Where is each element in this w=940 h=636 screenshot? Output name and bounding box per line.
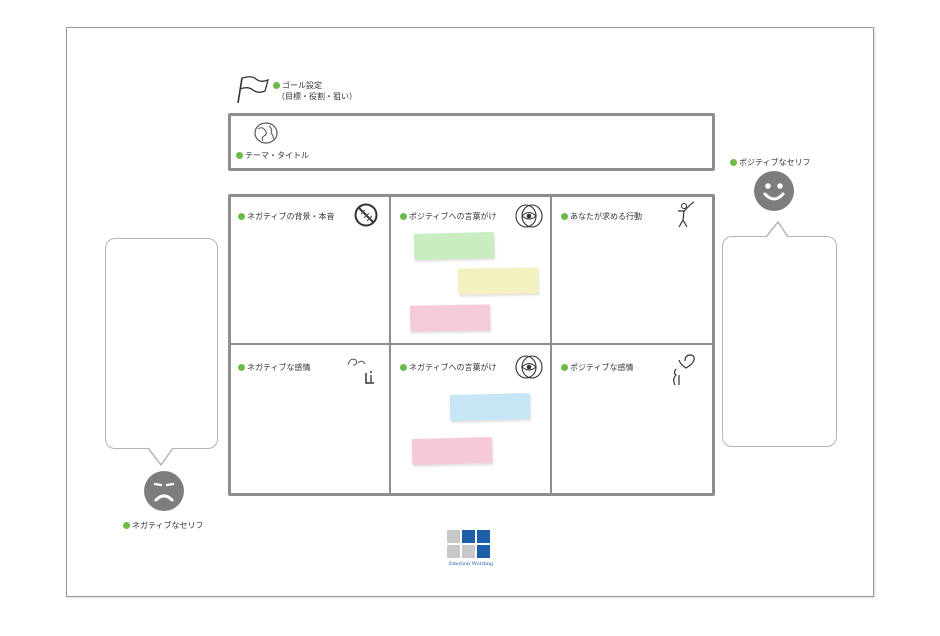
positive-speech-bubble[interactable] — [722, 236, 837, 447]
sticky-note-yellow — [457, 267, 539, 295]
sad-face-icon — [144, 471, 184, 511]
step-dot — [236, 152, 243, 159]
logo-square — [462, 545, 475, 558]
cell-label: ネガティブな感情 — [238, 362, 311, 373]
no-entry-icon — [354, 203, 378, 227]
cell-label: ネガティブの背景・本音 — [238, 211, 335, 222]
sticky-note-blue — [449, 392, 531, 422]
step-dot — [238, 364, 245, 371]
sticky-note-green — [413, 231, 495, 261]
goal-line1: ゴール設定 — [282, 81, 322, 90]
goal-label: ゴール設定 — [273, 80, 322, 91]
cell-label: ポジティブへの言葉がけ — [400, 211, 497, 222]
step-dot — [238, 213, 245, 220]
brand-name: Emotion Wording — [448, 561, 494, 567]
logo-square — [447, 545, 460, 558]
grid-divider — [389, 196, 391, 494]
theme-label: テーマ・タイトル — [236, 150, 309, 161]
eye-icon — [515, 355, 543, 379]
sticky-note-pink — [409, 304, 491, 332]
logo-square — [477, 545, 490, 558]
negative-speech-label: ネガティブなセリフ — [123, 520, 204, 531]
bubble-tail — [148, 447, 174, 467]
theme-box[interactable] — [228, 113, 715, 171]
main-grid — [228, 194, 715, 496]
figure-icon — [678, 201, 695, 228]
step-dot — [400, 364, 407, 371]
logo-square — [477, 530, 490, 543]
label-text: あなたが求める行動 — [570, 212, 642, 221]
logo-square — [462, 530, 475, 543]
heart-icon — [673, 354, 695, 386]
logo-square — [447, 530, 460, 543]
theme-label-text: テーマ・タイトル — [245, 151, 309, 160]
bubble-tail — [766, 221, 789, 238]
grid-divider — [550, 196, 552, 494]
globe-icon — [254, 122, 278, 144]
ponder-icon — [347, 358, 374, 384]
label-text: ネガティブなセリフ — [132, 521, 204, 530]
positive-speech-label: ポジティブなセリフ — [730, 157, 811, 168]
goal-sublabel: （目標・役割・狙い） — [277, 91, 357, 102]
cell-label: ネガティブへの言葉がけ — [400, 362, 497, 373]
grid-divider — [230, 343, 713, 345]
step-dot — [400, 213, 407, 220]
step-dot — [123, 522, 130, 529]
label-text: ポジティブな感情 — [570, 363, 634, 372]
label-text: ネガティブへの言葉がけ — [409, 363, 497, 372]
label-text: ポジティブへの言葉がけ — [409, 212, 497, 221]
label-text: ポジティブなセリフ — [739, 158, 811, 167]
negative-speech-bubble[interactable] — [105, 238, 218, 449]
cell-label: ポジティブな感情 — [561, 362, 634, 373]
label-text: ネガティブな感情 — [247, 363, 311, 372]
step-dot — [561, 213, 568, 220]
sticky-note-pink — [411, 436, 493, 466]
cell-label: あなたが求める行動 — [561, 211, 642, 222]
step-dot — [273, 82, 280, 89]
goal-line2: （目標・役割・狙い） — [277, 92, 357, 101]
brand-logo — [447, 530, 495, 560]
label-text: ネガティブの背景・本音 — [247, 212, 335, 221]
flag-icon — [237, 76, 269, 104]
eye-icon — [515, 204, 543, 228]
smiley-face-icon — [754, 171, 794, 211]
step-dot — [730, 159, 737, 166]
step-dot — [561, 364, 568, 371]
